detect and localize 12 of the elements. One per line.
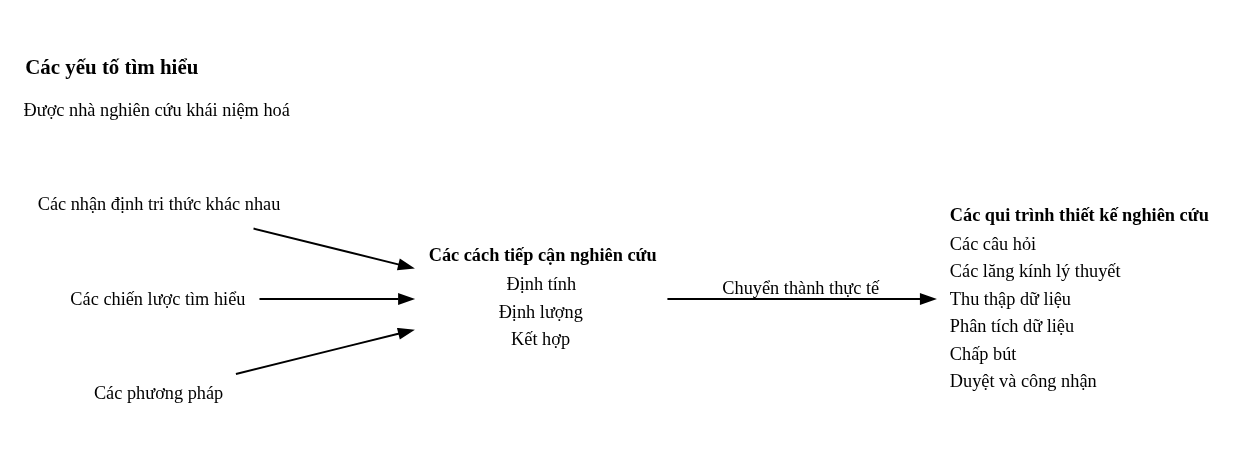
node-text: Các cách tiếp cận nghiên cứu Định tính Định lượng Kết hợp	[428, 245, 657, 350]
arrow	[252, 227, 415, 271]
arrow	[666, 293, 937, 306]
diagram-title: Các yếu tố tìm hiểu	[25, 54, 199, 79]
arrow	[234, 327, 415, 375]
node-text: Các chiến lược tìm hiểu	[70, 288, 246, 309]
node-text: Các qui trình thiết kế nghiên cứu Các câu hỏi Các lăng kính lý thuyết Thu thập dữ liệu Phân tích dữ liệu Chấp bút Duyệt và công nhận	[949, 204, 1209, 391]
node-text: Các phương pháp	[93, 382, 224, 403]
label: Được nhà nghiên cứu khái niệm hoá	[23, 99, 290, 120]
node-text: Các nhận định tri thức khác nhau	[37, 194, 281, 215]
arrow	[258, 293, 416, 306]
edge-label: Chuyển thành thực tế	[722, 278, 880, 299]
